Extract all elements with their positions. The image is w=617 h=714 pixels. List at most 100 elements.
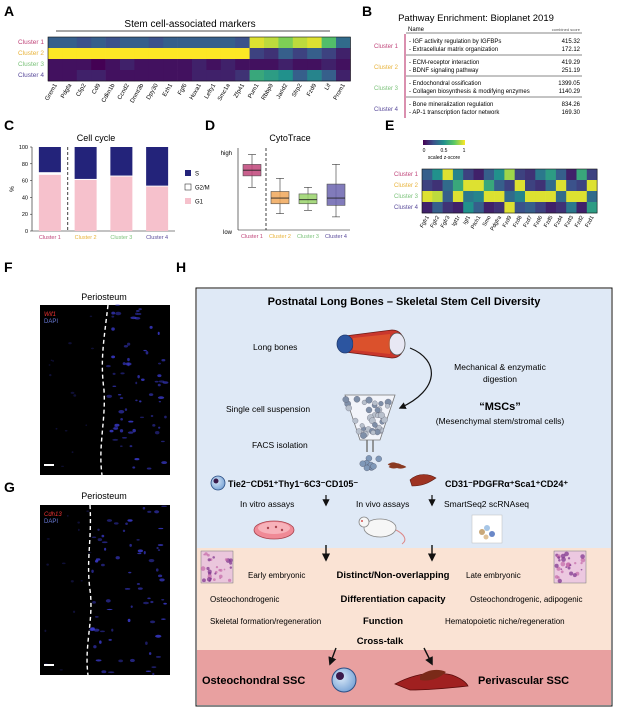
heat-e-cell (576, 191, 588, 203)
histology-cell (560, 561, 566, 567)
heat-a-cell (62, 59, 78, 71)
nucleus (156, 546, 159, 550)
pathway-name: - Collagen biosynthesis & modifying enzy… (409, 89, 530, 95)
heat-a-cell (134, 37, 150, 49)
heat-e-gene-label: Smo (482, 215, 493, 228)
heat-a-gene-label: Pdgfa (60, 82, 73, 99)
heat-e-gene-label: Fzd1 (584, 215, 595, 229)
heat-e-cell (514, 202, 526, 214)
heat-e-gene-label: Fgfr1 (419, 215, 431, 229)
cell-cycle-bar-segment (74, 147, 97, 179)
comparison-region (197, 548, 611, 650)
nucleus (160, 440, 165, 443)
nucleus (127, 519, 133, 522)
histology-cell (556, 566, 561, 571)
zscore-tick: 1 (463, 148, 466, 154)
cytotrace-category-label: Cluster 1 (241, 234, 263, 240)
heat-e-cell (504, 180, 515, 192)
stain-label-red-g: Cdh13 (44, 512, 62, 518)
heat-a-row-label: Cluster 2 (18, 50, 44, 57)
heat-e-cell (432, 202, 443, 214)
pathway-title: Pathway Enrichment: Bioplanet 2019 (398, 13, 554, 24)
heat-a-cell (163, 48, 178, 60)
osteochondral-ssc-cell (331, 667, 357, 693)
heat-e-gene-label: Fgfr2 (430, 215, 442, 229)
nucleus (93, 645, 97, 649)
nucleus (137, 313, 142, 315)
heat-a-gene-label: Jarid2 (276, 82, 290, 100)
heat-a-cell (48, 70, 63, 82)
nucleus (158, 380, 165, 383)
nucleus (151, 666, 157, 669)
heat-e-cell (514, 191, 526, 203)
heat-a-cell (105, 37, 121, 49)
nucleus (152, 672, 155, 676)
osteochondral-ssc-nucleus (336, 672, 344, 680)
heat-a-cell (278, 70, 294, 82)
osteochondral-cell-icon (210, 475, 226, 491)
histology-cell (207, 558, 211, 562)
histology-cell (223, 568, 226, 571)
nucleus (127, 431, 134, 434)
heat-a-cell (91, 48, 106, 60)
panel-letter-g: G (4, 479, 15, 495)
nucleus (139, 416, 145, 419)
histology-cell (557, 578, 562, 584)
heat-a-cell (105, 59, 121, 71)
heat-e-gene-label: Fgfr3 (440, 215, 452, 229)
heat-e-cell (535, 202, 546, 214)
sorted-cell (359, 460, 366, 467)
heat-e-cell (463, 169, 474, 181)
heat-a-row-label: Cluster 3 (18, 61, 44, 68)
heat-a-gene-label: Lif (324, 83, 333, 92)
heat-e-gene-label: Pdgfra (490, 214, 504, 232)
nucleus (104, 547, 107, 551)
nucleus (154, 430, 160, 435)
heat-e-cell (576, 180, 588, 192)
suspended-cell (372, 400, 378, 406)
suspended-cell (353, 396, 361, 403)
nucleus (161, 505, 167, 507)
nucleus (86, 510, 90, 512)
cell-cycle-category-label: Cluster 3 (110, 235, 132, 241)
nucleus (149, 620, 156, 624)
histology-cell (564, 551, 569, 557)
periosteum-boundary-g (86, 504, 92, 676)
heat-e-cell (432, 180, 443, 192)
heat-e-cell (504, 169, 515, 181)
nucleus (112, 438, 119, 441)
histology-cell (219, 568, 223, 572)
heat-e-gene-label: Ptch1 (470, 215, 482, 230)
nucleus (118, 659, 123, 663)
heat-e-cell (463, 180, 474, 192)
cell-cycle-ytick-label: 100 (19, 145, 28, 151)
heat-e-cell (494, 180, 505, 192)
heat-a-cell (76, 70, 92, 82)
heat-e-cell (545, 180, 557, 192)
invivo-label: In vivo assays (356, 499, 409, 509)
nucleus (111, 311, 116, 315)
heat-a-cell (148, 59, 164, 71)
nucleus (59, 669, 63, 671)
legend-label-g2m: G2/M (195, 186, 210, 192)
heat-a-cell (336, 37, 351, 49)
histology-texture-right (554, 551, 586, 584)
heat-e-cell (514, 169, 526, 181)
nucleus (119, 397, 124, 399)
pathway-name: - Extracellular matrix organization (409, 47, 498, 53)
heat-a-cell (192, 37, 207, 49)
osteo-right-label: Osteochondrogenic, adipogenic (470, 595, 583, 604)
sorted-cell (375, 455, 382, 462)
heat-a-gene-label: Smc1a (217, 82, 232, 102)
stem-marker-row-labels: Cluster 1 Cluster 2 Cluster 3 Cluster 4 (18, 39, 44, 79)
heat-a-gene-label: Hoxa1 (189, 82, 203, 101)
heat-a-cell (292, 48, 308, 60)
nucleus (157, 549, 161, 551)
heat-a-row-label: Cluster 1 (18, 39, 44, 46)
heat-a-cell (249, 59, 265, 71)
histology-cell (567, 566, 571, 570)
zscore-label: scaled z-score (428, 155, 460, 161)
cell-cycle-bar-segment (146, 186, 169, 231)
heat-a-cell (235, 59, 250, 71)
heat-e-cell (483, 180, 495, 192)
